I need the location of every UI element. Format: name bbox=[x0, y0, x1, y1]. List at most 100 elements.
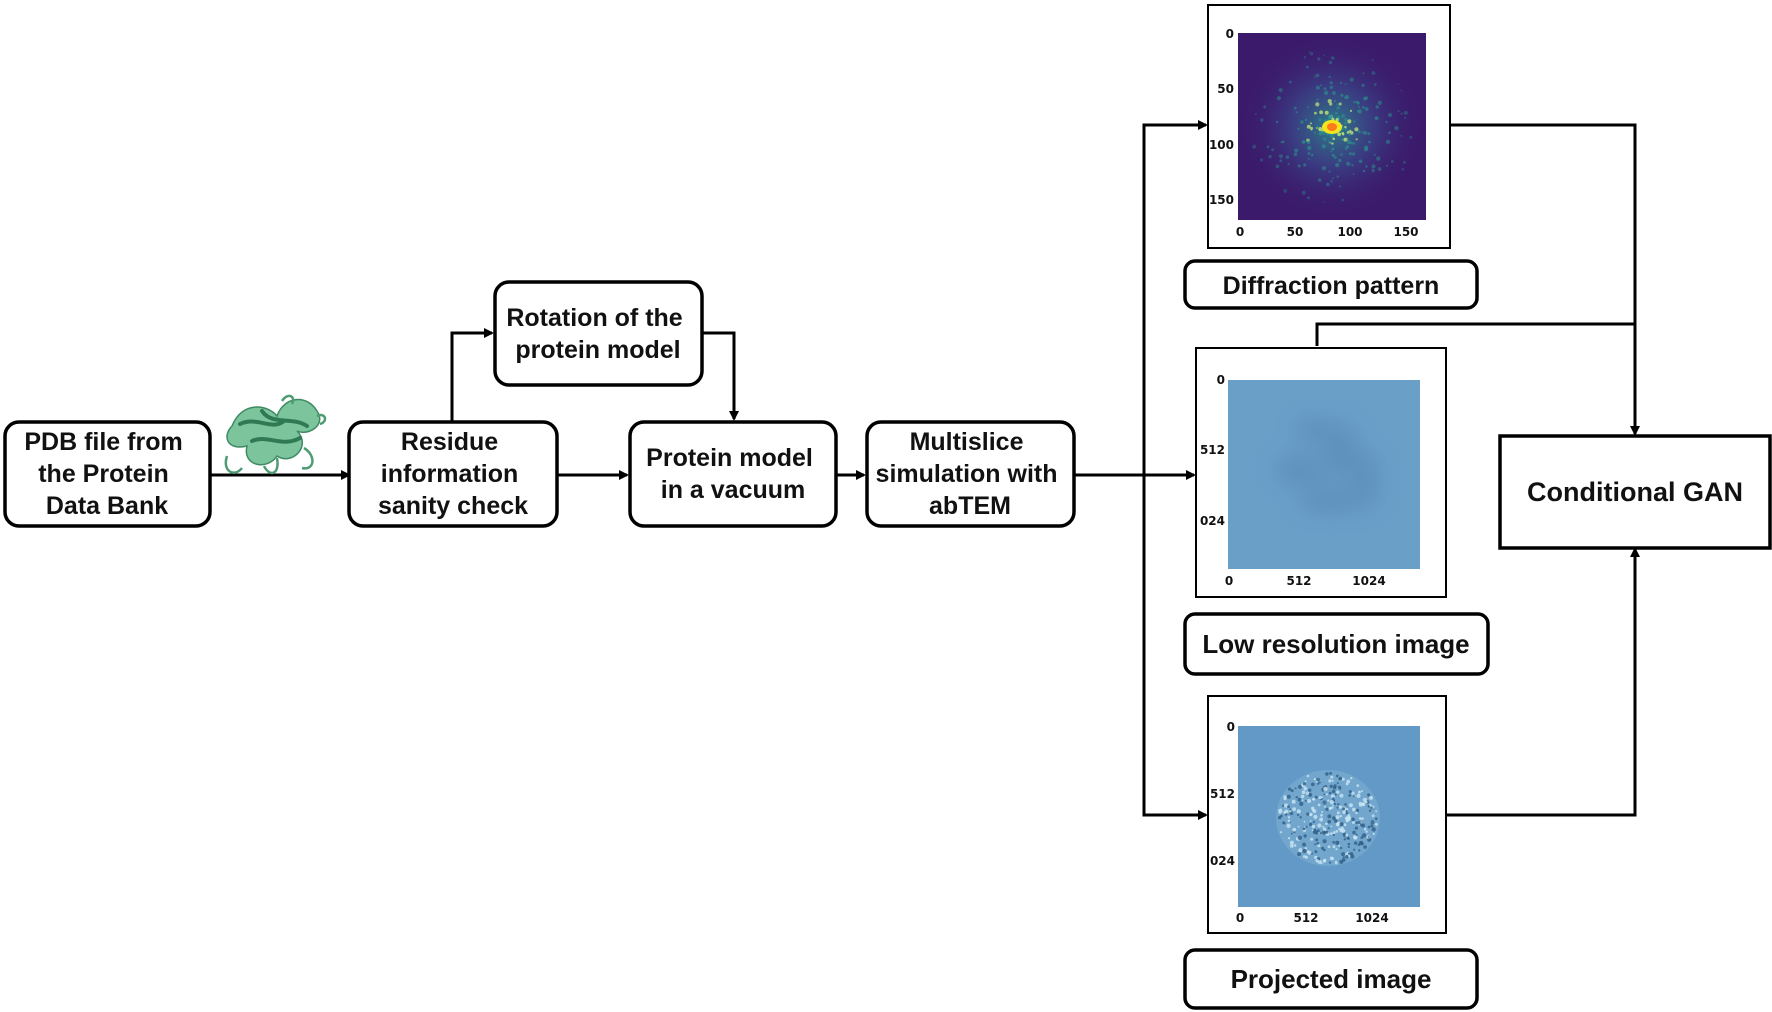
diffraction-speck bbox=[1293, 106, 1297, 110]
projected-speck bbox=[1358, 840, 1363, 845]
diffraction-speck bbox=[1331, 142, 1334, 145]
diffraction-speck bbox=[1306, 196, 1310, 200]
projected-speck bbox=[1358, 817, 1362, 820]
projected-speck bbox=[1316, 842, 1320, 845]
diffraction-speck bbox=[1321, 144, 1326, 149]
edge-sanity-to-rotation bbox=[450, 328, 494, 421]
projected-speck bbox=[1325, 807, 1329, 811]
diffraction-speck bbox=[1283, 189, 1288, 193]
diffraction-speck bbox=[1377, 100, 1382, 105]
projected-speck bbox=[1339, 822, 1344, 827]
projected-speck bbox=[1311, 829, 1314, 832]
diffraction-plot bbox=[1238, 33, 1426, 220]
projected-speck bbox=[1360, 836, 1364, 839]
projected-speck bbox=[1321, 846, 1325, 851]
diffraction-speck bbox=[1394, 125, 1399, 131]
projected-speck bbox=[1332, 845, 1336, 849]
projected-speck bbox=[1308, 788, 1312, 792]
projected-speck bbox=[1351, 791, 1355, 795]
diffraction-speck bbox=[1371, 168, 1375, 173]
projected-speck bbox=[1334, 861, 1338, 865]
projected-speck bbox=[1339, 846, 1343, 850]
diffraction-speck bbox=[1361, 131, 1365, 134]
projected-speck bbox=[1325, 772, 1329, 776]
projected-speck bbox=[1374, 822, 1378, 826]
projected-speck bbox=[1351, 817, 1355, 822]
svg-text:512: 512 bbox=[1286, 574, 1311, 588]
projected-speck bbox=[1321, 811, 1324, 813]
diffraction-speck bbox=[1322, 201, 1325, 203]
projected-speck bbox=[1279, 831, 1283, 834]
diffraction-speck bbox=[1340, 93, 1344, 97]
diffraction-speck bbox=[1357, 110, 1360, 113]
projected-speck bbox=[1353, 835, 1357, 839]
projected-speck bbox=[1278, 808, 1283, 814]
edge-lowres-to-gan bbox=[1315, 322, 1635, 346]
projected-speck bbox=[1370, 820, 1375, 825]
diffraction-speck bbox=[1314, 75, 1316, 78]
projected-speck bbox=[1369, 803, 1372, 807]
projected-speck bbox=[1350, 777, 1353, 780]
projected-speck bbox=[1362, 797, 1368, 803]
projected-speck bbox=[1309, 820, 1312, 822]
projected-speck bbox=[1282, 821, 1286, 825]
diffraction-speck bbox=[1315, 85, 1320, 90]
projected-speck bbox=[1374, 817, 1378, 820]
diffraction-speck bbox=[1349, 129, 1352, 132]
projected-speck bbox=[1336, 782, 1339, 785]
diffraction-speck bbox=[1340, 153, 1343, 156]
diffraction-speck bbox=[1339, 81, 1342, 84]
projected-speck bbox=[1347, 842, 1351, 846]
projected-speck bbox=[1322, 825, 1324, 828]
projected-speck bbox=[1320, 862, 1323, 865]
diffraction-speck bbox=[1345, 145, 1350, 149]
diffraction-speck bbox=[1373, 153, 1376, 156]
projected-speck bbox=[1333, 802, 1336, 806]
projected-speck bbox=[1346, 851, 1349, 854]
projected-speck bbox=[1370, 806, 1373, 809]
projected-speck bbox=[1287, 787, 1292, 791]
projected-x-ticks: 0 512 1024 bbox=[1236, 911, 1389, 925]
diffraction-speck bbox=[1294, 148, 1299, 153]
diffraction-speck bbox=[1300, 120, 1304, 124]
edge-multislice-to-diffraction bbox=[1142, 120, 1208, 475]
diffraction-speck bbox=[1330, 180, 1333, 183]
projected-speck bbox=[1316, 777, 1320, 782]
projected-y-ticks: 0 512 024 bbox=[1210, 720, 1235, 868]
projected-speck bbox=[1355, 821, 1358, 824]
projected-speck bbox=[1331, 857, 1335, 860]
svg-text:512: 512 bbox=[1210, 787, 1235, 801]
projected-speck bbox=[1297, 825, 1300, 828]
projected-speck bbox=[1322, 827, 1327, 831]
projected-speck bbox=[1328, 779, 1332, 783]
projected-speck bbox=[1372, 832, 1375, 836]
projected-speck bbox=[1310, 837, 1314, 841]
diffraction-speck bbox=[1335, 118, 1339, 122]
diffraction-speck bbox=[1336, 175, 1339, 178]
diffraction-speck bbox=[1314, 131, 1316, 134]
projected-speck bbox=[1351, 821, 1355, 824]
projected-speck bbox=[1363, 827, 1367, 831]
projected-speck bbox=[1318, 796, 1322, 800]
projected-speck bbox=[1332, 786, 1337, 790]
diffraction-speck bbox=[1259, 158, 1264, 162]
diffraction-speck bbox=[1278, 88, 1283, 93]
diffraction-speck bbox=[1307, 152, 1311, 155]
diffraction-speck bbox=[1282, 140, 1285, 143]
diffraction-speck bbox=[1344, 125, 1347, 129]
projected-speck bbox=[1335, 815, 1340, 820]
projected-speck bbox=[1292, 807, 1296, 811]
diffraction-speck bbox=[1315, 102, 1320, 107]
projected-speck bbox=[1375, 810, 1378, 813]
diffraction-speck bbox=[1328, 75, 1331, 78]
diffraction-speck bbox=[1371, 58, 1374, 61]
diffraction-speck bbox=[1276, 96, 1281, 101]
node-residue-sanity-check: Residue information sanity check bbox=[347, 420, 559, 528]
projected-speck bbox=[1328, 791, 1332, 795]
projected-speck bbox=[1317, 844, 1321, 848]
diffraction-speck bbox=[1351, 164, 1354, 167]
projected-speck bbox=[1339, 828, 1343, 833]
projected-speck bbox=[1345, 810, 1348, 813]
projected-speck bbox=[1354, 841, 1358, 845]
svg-text:Protein model in a vacuu: Protein model in a vacuum bbox=[646, 444, 820, 504]
